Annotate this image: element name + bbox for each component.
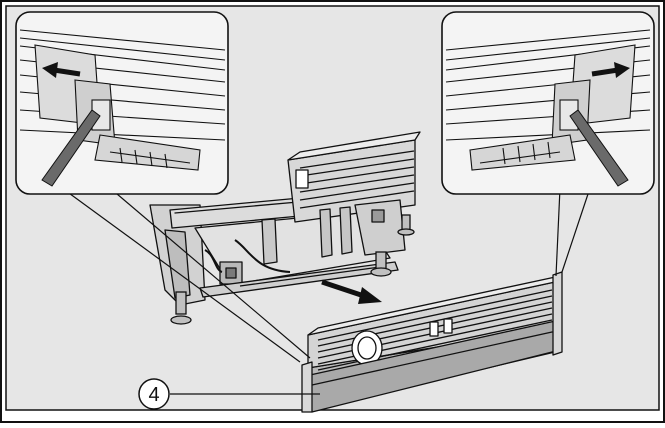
appliance-base bbox=[149, 131, 421, 306]
screwdriver-right bbox=[569, 109, 629, 187]
screwdriver-left bbox=[41, 109, 101, 187]
right-inset-detail bbox=[441, 11, 655, 195]
callout-4: 4 bbox=[138, 378, 320, 410]
callout-number: 4 bbox=[148, 384, 159, 406]
left-inset-detail bbox=[15, 11, 229, 195]
kick-panel bbox=[301, 271, 563, 413]
housing-ribs bbox=[299, 150, 415, 209]
arrow-left-icon bbox=[42, 62, 81, 78]
callout-lines bbox=[61, 187, 591, 363]
arrow-right-icon bbox=[591, 62, 630, 78]
adjustable-feet bbox=[170, 214, 415, 325]
arrow-down-right-icon bbox=[321, 279, 382, 304]
